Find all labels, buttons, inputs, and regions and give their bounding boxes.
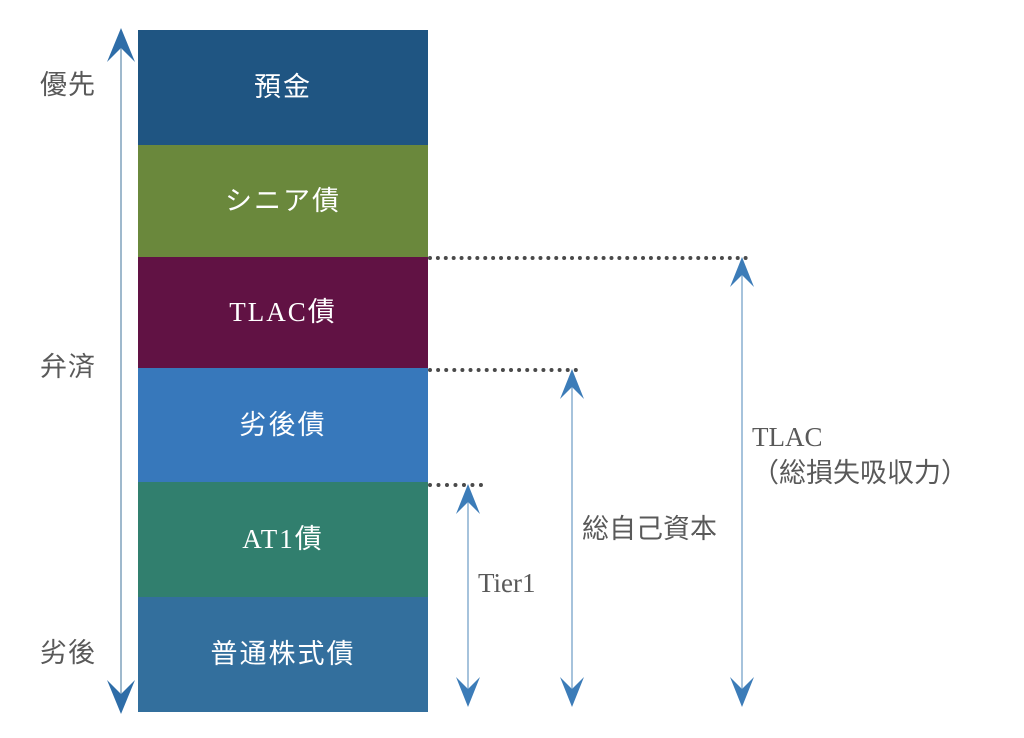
leader-line-tier1 [428, 483, 483, 487]
liability-stack: 預金シニア債 TLAC債劣後債 AT1債普通株式債 [138, 30, 428, 712]
priority-axis-double-arrow-icon [104, 26, 138, 716]
axis-label-top: 優先 [40, 70, 96, 100]
measure-label-line1: Tier1 [478, 568, 536, 598]
axis-label-bottom: 劣後 [40, 638, 96, 668]
stack-segment-label: AT1債 [242, 524, 324, 554]
measure-label-tier1: Tier1 [478, 566, 536, 602]
stack-segment-label: TLAC債 [229, 297, 337, 327]
stack-segment-label: 劣後債 [239, 409, 327, 440]
leader-line-tlac [428, 256, 748, 260]
stack-segment-tlac-bond: TLAC債 [138, 257, 428, 368]
stack-segment-at1-bond: AT1債 [138, 482, 428, 597]
stack-segment-common-equity: 普通株式債 [138, 597, 428, 712]
measure-arrow-total-capital [557, 368, 587, 708]
leader-line-total-capital [428, 368, 578, 372]
measure-label-line1: TLAC [752, 422, 823, 452]
measure-label-line1: 総自己資本 [582, 514, 717, 544]
stack-segment-subordinated: 劣後債 [138, 368, 428, 482]
stack-segment-label: 預金 [254, 72, 312, 102]
stack-segment-senior-bond: シニア債 [138, 145, 428, 257]
stack-segment-deposits: 預金 [138, 30, 428, 145]
axis-label-middle: 弁済 [40, 352, 96, 382]
measure-label-total-capital: 総自己資本 [582, 512, 717, 548]
measure-label-tlac: TLAC （総損失吸収力） [752, 420, 968, 491]
measure-arrow-tlac [727, 256, 757, 708]
stack-segment-label: シニア債 [225, 185, 341, 216]
measure-label-line2: （総損失吸収力） [752, 457, 968, 488]
stack-segment-label: 普通株式債 [210, 639, 356, 669]
measure-arrow-tier1 [453, 483, 483, 708]
